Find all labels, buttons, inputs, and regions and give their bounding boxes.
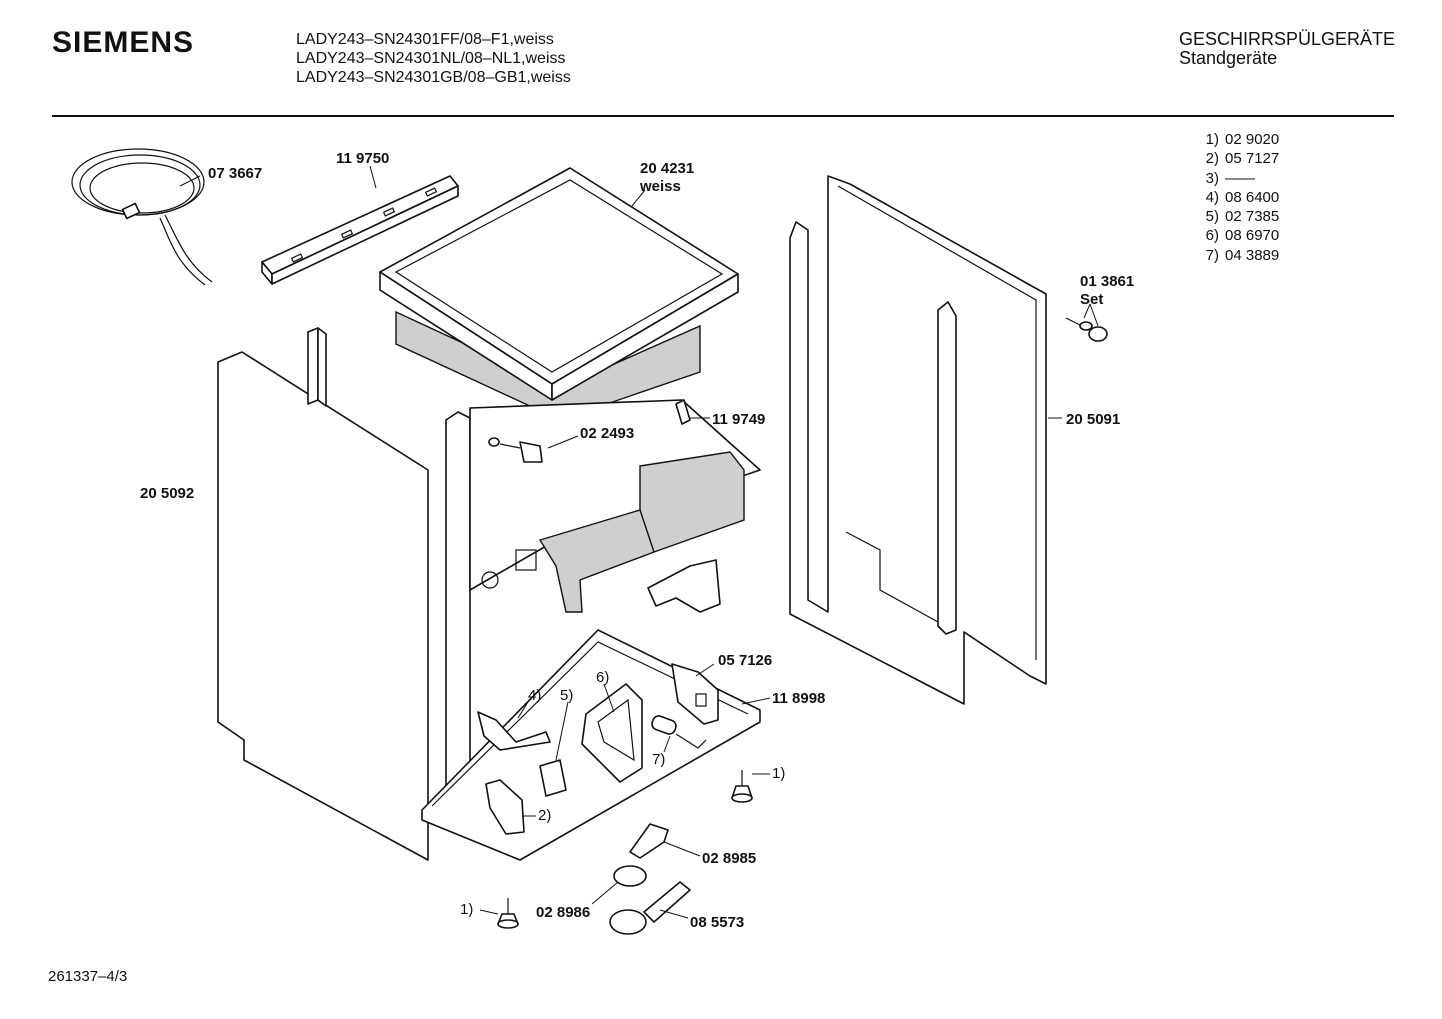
- legend-value: 04 3889: [1225, 246, 1280, 264]
- legend-value: ——: [1225, 169, 1255, 187]
- label-worktop: 20 4231: [640, 160, 694, 177]
- side-panel-left: [217, 327, 429, 861]
- door-frame: [445, 411, 471, 807]
- label-clip: 02 2493: [580, 425, 634, 442]
- holder: [671, 663, 719, 725]
- legend-item: 5) 02 7385: [1197, 207, 1280, 226]
- header-divider: [52, 115, 1394, 117]
- part-ref-6: [581, 683, 643, 783]
- power-cable: [71, 148, 213, 286]
- legend-key: 5): [1205, 208, 1219, 226]
- clip: [488, 437, 543, 463]
- foot-left: [497, 898, 519, 929]
- legend-item: 3) ——: [1197, 169, 1279, 188]
- legend-item: 4) 08 6400: [1197, 188, 1280, 207]
- label-sensor-holder: 08 5573: [690, 914, 744, 931]
- label-screw-set: 01 3861: [1080, 273, 1134, 290]
- label-cable: 07 3667: [208, 165, 262, 182]
- part-ref-7: [651, 715, 707, 749]
- model-line: LADY243–SN24301NL/08–NL1,weiss: [296, 50, 566, 67]
- label-ref-6: 6): [596, 669, 609, 686]
- sensor-holder: [609, 881, 691, 935]
- legend-value: 02 9020: [1225, 131, 1280, 148]
- label-float: 02 8986: [536, 904, 590, 921]
- brand-logo: SIEMENS: [52, 26, 195, 59]
- float: [613, 865, 647, 887]
- label-screw-set-note: Set: [1080, 291, 1103, 308]
- side-panel-right: [789, 175, 1047, 705]
- label-ref-2: 2): [538, 807, 551, 824]
- part-ref-2: [485, 779, 525, 835]
- label-holder: 05 7126: [718, 652, 772, 669]
- label-ref-1-left: 1): [460, 901, 473, 918]
- legend-item: 2) 05 7127: [1197, 149, 1280, 168]
- category-subtitle: Standgeräte: [1179, 48, 1278, 68]
- legend-item: 1) 02 9020: [1197, 130, 1280, 149]
- legend-key: 7): [1205, 246, 1219, 264]
- label-rail-top: 11 9750: [336, 150, 389, 167]
- foot-right: [731, 770, 753, 803]
- label-worktop-color: weiss: [639, 178, 681, 195]
- screw-set: [1065, 317, 1108, 342]
- category-block: GESCHIRRSPÜLGERÄTE Standgeräte: [1179, 30, 1395, 68]
- legend-key: 6): [1205, 227, 1219, 245]
- float-switch: [629, 823, 669, 859]
- label-base: 11 8998: [772, 690, 825, 707]
- label-side-panel-left: 20 5092: [140, 485, 194, 502]
- reference-legend: 1) 02 9020 2) 05 7127 3) —— 4) 08 6400 5) 02 …: [1197, 130, 1280, 265]
- label-bracket: 11 9749: [712, 411, 765, 428]
- legend-item: 6) 08 6970: [1197, 226, 1280, 245]
- legend-value: 08 6400: [1225, 188, 1280, 206]
- worktop: [379, 167, 739, 421]
- label-ref-1-right: 1): [772, 765, 785, 782]
- part-ref-5: [539, 759, 567, 797]
- legend-key: 2): [1205, 150, 1219, 168]
- label-float-switch: 02 8985: [702, 850, 756, 867]
- legend-value: 05 7127: [1225, 150, 1280, 168]
- category-title: GESCHIRRSPÜLGERÄTE: [1179, 29, 1396, 49]
- cabinet-frame: [469, 399, 761, 613]
- legend-key: 3): [1205, 169, 1219, 187]
- label-ref-7: 7): [652, 751, 665, 768]
- legend-key: 4): [1205, 188, 1219, 206]
- model-list: LADY243–SN24301FF/08–F1,weiss LADY243–SN…: [296, 30, 571, 87]
- label-ref-5: 5): [560, 687, 573, 704]
- document-number: 261337–4/3: [48, 968, 128, 985]
- legend-value: 08 6970: [1225, 227, 1280, 245]
- legend-value: 02 7385: [1225, 208, 1280, 226]
- label-side-panel-right: 20 5091: [1066, 411, 1120, 428]
- legend-item: 7) 04 3889: [1197, 246, 1280, 265]
- label-ref-4: 4): [528, 687, 541, 704]
- part-ref-4: [477, 711, 551, 751]
- model-line: LADY243–SN24301FF/08–F1,weiss: [296, 31, 554, 48]
- top-rail: [261, 175, 459, 285]
- model-line: LADY243–SN24301GB/08–GB1,weiss: [296, 69, 571, 86]
- legend-key: 1): [1205, 131, 1219, 148]
- bracket: [675, 399, 691, 425]
